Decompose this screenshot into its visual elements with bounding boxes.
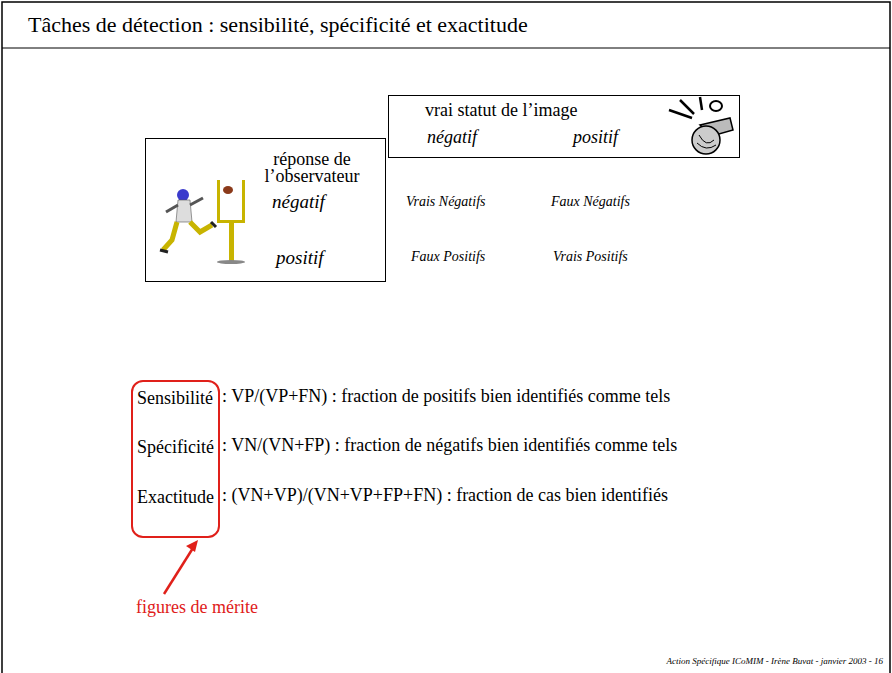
callout-arrow <box>164 540 198 594</box>
matrix-cell: Faux Positifs <box>411 249 485 265</box>
axis-heading: vrai statut de l’image <box>425 100 577 121</box>
matrix-cell: Faux Négatifs <box>551 194 630 210</box>
footer-note: Action Spécifique ICoMIM - Irène Buvat -… <box>667 656 883 666</box>
title-rule <box>2 48 890 49</box>
legend-box: réponse de l’observateur négatif positif <box>145 138 386 282</box>
matrix-cell: Vrais Négatifs <box>406 194 485 210</box>
formula: : VN/(VN+FP) : fraction de négatifs bien… <box>222 435 677 456</box>
highlight-box: SensibilitéSpécificitéExactitude <box>131 380 220 538</box>
row-header: négatif <box>272 191 325 213</box>
formula: : (VN+VP)/(VN+VP+FP+FN) : fraction de ca… <box>222 485 668 506</box>
column-header: négatif <box>427 127 477 148</box>
callout-text: figures de mérite <box>136 597 258 618</box>
kicker-illustration <box>160 180 245 264</box>
row-header: positif <box>276 247 324 269</box>
column-header: positif <box>573 127 618 148</box>
metric-name: Sensibilité <box>137 388 213 409</box>
slide-title: Tâches de détection : sensibilité, spéci… <box>28 12 528 38</box>
metric-name: Spécificité <box>137 437 214 458</box>
axis-heading: réponse de l’observateur <box>250 151 374 185</box>
legend-box: vrai statut de l’image négatif positif <box>388 95 740 158</box>
metric-name: Exactitude <box>137 487 214 508</box>
matrix-cell: Vrais Positifs <box>553 249 628 265</box>
formula: : VP/(VP+FN) : fraction de positifs bien… <box>222 386 670 407</box>
whistle-illustration <box>669 97 733 154</box>
